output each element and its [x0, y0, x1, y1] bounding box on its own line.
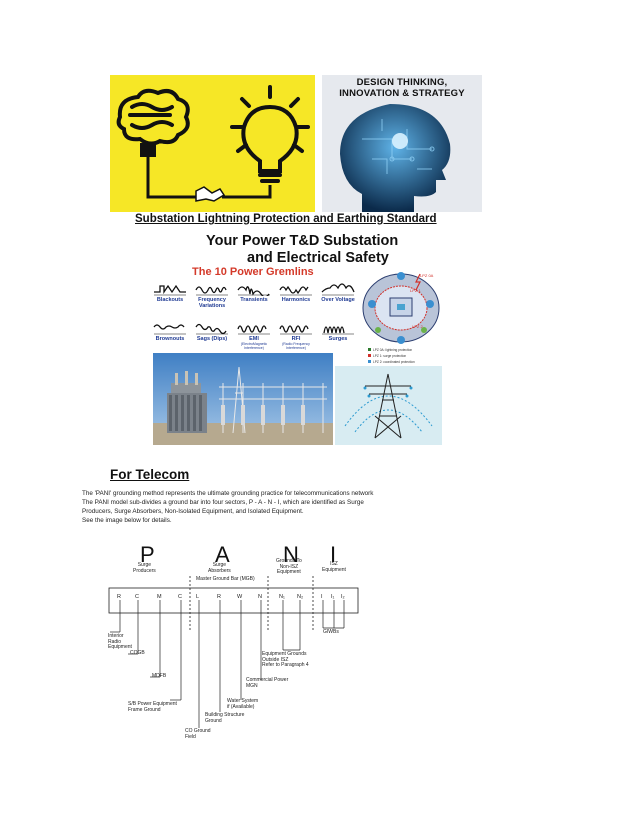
bar-cell: R [117, 594, 121, 600]
gremlin-label: Over Voltage [321, 297, 355, 303]
power-title-line1: Your Power T&D Substation [206, 233, 399, 249]
waveform-icon [237, 286, 270, 296]
lpz-zone-icon: LPZ 0A: lightning protection LPZ 1: surg… [362, 272, 440, 364]
gremlin-tile: Sags (Dips) [192, 321, 232, 342]
bar-cell: W [237, 594, 243, 600]
lpz-zone-c-label: LPZ 2 [412, 324, 423, 329]
gremlin-label: Brownouts [155, 336, 185, 342]
banner-caption-line2: INNOVATION & STRATEGY [339, 88, 465, 99]
gremlins-title: The 10 Power Gremlins [192, 266, 314, 278]
gremlin-tile: RFI(Radio Frequency Interference) [276, 321, 316, 350]
bar-cell: I₂ [341, 594, 345, 600]
gremlin-label: Blackouts [156, 297, 184, 303]
gremlin-label: EMI [249, 336, 259, 342]
waveform-icon [195, 286, 228, 296]
svg-text:LPZ 2: coordinated protection: LPZ 2: coordinated protection [373, 360, 415, 364]
brain-bulb-illustration [110, 75, 315, 212]
building-steel-label: Building Structure Ground [205, 712, 245, 724]
gremlin-sublabel: (ElectroMagnetic Interference) [240, 342, 268, 350]
bar-cell: R [217, 594, 221, 600]
gremlin-label: Surges [328, 336, 348, 342]
bar-cell: I [321, 594, 323, 600]
pani-letter-p: P [140, 542, 155, 567]
gremlin-tile: Blackouts [150, 282, 190, 303]
gremlin-label: RFI [291, 336, 301, 342]
waveform-icon [322, 326, 354, 335]
gremlin-tile: Brownouts [150, 321, 190, 342]
pani-letter-i: I [330, 542, 337, 567]
waveform-icon [279, 325, 312, 335]
mdfb-label: MDFB [152, 673, 167, 679]
bar-cell: C [178, 594, 182, 600]
waveform-icon [321, 283, 355, 296]
waveform-icon [279, 285, 312, 296]
bar-cell: L [196, 594, 200, 600]
banner-caption: DESIGN THINKING, INNOVATION & STRATEGY [322, 77, 482, 99]
gremlin-tile: Transients [234, 282, 274, 303]
cogb-label: COGB [130, 650, 145, 656]
mgb-label: Master Ground Bar (MGB) [196, 576, 255, 582]
telecom-paragraph-line: The 'PANI' grounding method represents t… [82, 490, 374, 497]
gremlin-tile: Frequency Variations [192, 282, 232, 309]
gremlin-label: Sags (Dips) [196, 336, 228, 342]
gremlin-tile: Harmonics [276, 282, 316, 303]
water-system-label: Water System if (Available) [227, 698, 259, 710]
power-gremlins-grid [150, 268, 360, 356]
bar-cell: M [157, 594, 162, 600]
telecom-paragraph-line: See the image below for details. [82, 517, 172, 524]
waveform-icon [237, 325, 270, 335]
surge-producers-label: Surge Producers [133, 562, 156, 574]
bar-cell: I₁ [331, 594, 335, 600]
design-thinking-illustration: DESIGN THINKING, INNOVATION & STRATEGY [322, 75, 482, 212]
bar-cell: N [258, 594, 262, 600]
substation-photo-image [153, 353, 333, 445]
interior-radio-label: Interior Radio Equipment [108, 633, 132, 650]
svg-text:LPZ 1: surge protection: LPZ 1: surge protection [373, 354, 406, 358]
giwbs-label: GIWBs [323, 629, 339, 635]
bar-cell: N₂ [297, 594, 304, 600]
waveform-icon [153, 324, 186, 335]
tower-icon [344, 373, 433, 439]
waveform-icon [195, 323, 228, 335]
substation-photo [153, 353, 333, 445]
gremlin-sublabel: (Radio Frequency Interference) [282, 342, 310, 350]
pani-letter-n: N [283, 542, 299, 567]
sb-power-label: S/B Power Equipment Frame Ground [128, 701, 177, 713]
gremlin-label: Frequency Variations [198, 297, 226, 309]
non-isz-label: Grounds To Non-ISZ Equipment [276, 558, 302, 575]
co-ground-label: CO Ground Field [185, 728, 211, 740]
brain-bulb-icon [116, 85, 310, 202]
svg-text:LPZ 0A: lightning protection: LPZ 0A: lightning protection [373, 348, 412, 352]
transmission-tower-diagram [335, 366, 442, 445]
telecom-heading: For Telecom [110, 467, 190, 482]
lpz-zone-b-label: LPZ 1 [410, 288, 421, 293]
waveform-icon [154, 284, 186, 296]
head-profile-icon [322, 99, 482, 212]
bar-cell: N₁ [279, 594, 285, 600]
pani-letter-a: A [215, 542, 230, 567]
power-title-line2: and Electrical Safety [247, 250, 389, 266]
commercial-power-label: Commercial Power MGN [246, 677, 289, 689]
gremlin-tile: Over Voltage [318, 282, 358, 303]
telecom-paragraph-line: Producers, Surge Absorbers, Non-Isolated… [82, 508, 304, 515]
gremlin-label: Transients [240, 297, 268, 303]
lightning-protection-zone-diagram: LPZ 0A: lightning protection LPZ 1: surg… [360, 268, 442, 366]
banner-caption-line1: DESIGN THINKING, [356, 77, 448, 88]
telecom-paragraph-line: The PANI model sub-divides a ground bar … [82, 499, 364, 506]
isz-equipment-label: ISZ Equipment [322, 561, 346, 573]
lpz-zone-a-label: LPZ 0A [420, 273, 434, 278]
gremlin-label: Harmonics [281, 297, 311, 303]
substation-title: Substation Lightning Protection and Eart… [135, 213, 437, 225]
bar-cell: C [135, 594, 139, 600]
gremlin-tile: Surges [318, 321, 358, 342]
equipment-grounds-label: Equipment Grounds Outside ISZ Refer to P… [262, 651, 309, 668]
gremlin-tile: EMI(ElectroMagnetic Interference) [234, 321, 274, 350]
surge-absorbers-label: Surge Absorbers [208, 562, 231, 574]
